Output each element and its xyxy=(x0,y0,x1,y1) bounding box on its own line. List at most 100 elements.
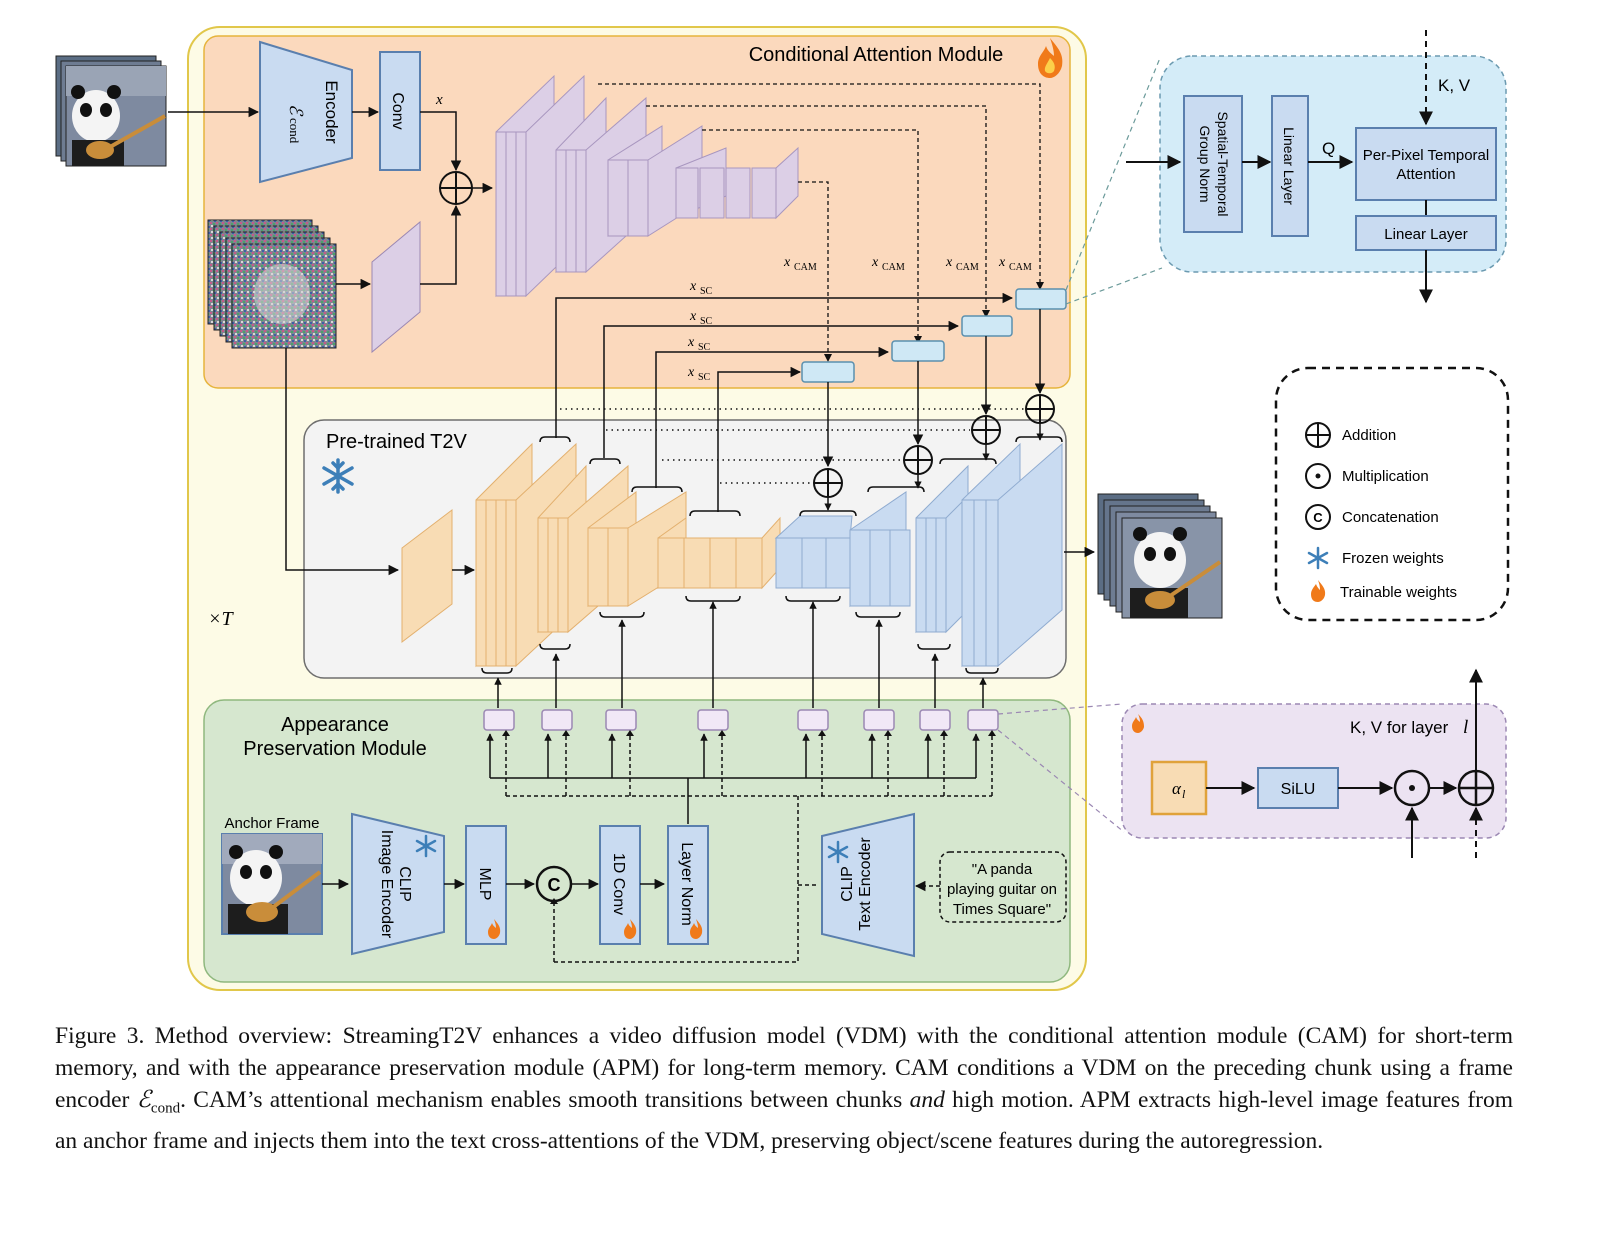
encoder-label: Encoder xyxy=(322,80,341,144)
clip-image-snowflake-icon xyxy=(415,834,437,858)
xsc-sub-4: SC xyxy=(698,372,711,383)
alpha-symbol: α xyxy=(1172,779,1182,798)
legend: Addition Multiplication C Concatenation … xyxy=(1274,366,1510,622)
legend-frozen-label: Frozen weights xyxy=(1342,550,1444,567)
layer-norm-flame-icon xyxy=(690,919,703,939)
attention-line2: Attention xyxy=(1396,166,1455,183)
xsc-sub-1: SC xyxy=(700,286,713,297)
repeat-t-label: ×T xyxy=(208,608,234,630)
clip-text-line2: Text Encoder xyxy=(857,837,874,931)
kv-layer-symbol: l xyxy=(1463,717,1468,738)
legend-trainable-label: Trainable weights xyxy=(1340,584,1457,601)
legend-concatenation-label: Concatenation xyxy=(1342,509,1439,526)
xcam-label-2: x xyxy=(871,255,879,270)
encoder-subscript: cond xyxy=(287,118,302,144)
mlp-block xyxy=(465,825,507,945)
xcam-label-4: x xyxy=(998,255,1006,270)
clip-text-snowflake-icon xyxy=(827,840,849,864)
legend-concatenation-icon: C xyxy=(1305,504,1331,530)
alpha-sub: l xyxy=(1182,787,1186,801)
kv-addition-icon xyxy=(1457,769,1495,807)
concat-symbol: C xyxy=(548,875,561,895)
clip-image-line2: Image Encoder xyxy=(378,830,395,939)
frame-encoder: Encoder ℰ cond xyxy=(259,40,353,184)
layer-norm-label: Layer Norm xyxy=(678,842,695,926)
cam-addition-icon xyxy=(439,171,473,205)
xsc-sub-3: SC xyxy=(698,342,711,353)
legend-flame-icon xyxy=(1311,580,1326,602)
block-brackets xyxy=(481,436,1063,674)
noisy-latent-frames xyxy=(207,219,337,349)
silu-label: SiLU xyxy=(1281,781,1316,798)
prompt-line2: playing guitar on xyxy=(947,881,1057,898)
encoder-symbol: ℰ xyxy=(286,104,306,117)
anchor-frame-label: Anchor Frame xyxy=(224,815,319,832)
caption-symbol: ℰ xyxy=(136,1087,151,1113)
clip-text-line1: CLIP xyxy=(839,866,856,902)
apm-title-line2: Preservation Module xyxy=(243,738,426,760)
apm-injection-boxes xyxy=(483,709,999,731)
mlp-label: MLP xyxy=(476,868,493,901)
xcam-label-3: x xyxy=(945,255,953,270)
xcam-sub-4: CAM xyxy=(1009,262,1032,273)
kv-flame-icon xyxy=(1132,714,1144,733)
cam-attention-boxes xyxy=(801,288,1067,383)
kv-detail-panel: K, V for layer l α l SiLU xyxy=(997,668,1507,858)
caption-part3: high motion. APM extracts high-level ima… xyxy=(55,1087,1514,1154)
legend-concat-symbol: C xyxy=(1313,510,1323,525)
legend-snowflake-icon xyxy=(1307,546,1329,570)
cam-input-block xyxy=(371,220,421,354)
xsc-label-3: x xyxy=(687,335,695,350)
caption-part1: Figure 3. Method overview: StreamingT2V … xyxy=(55,1023,1513,1113)
legend-addition-icon xyxy=(1305,422,1331,448)
clip-text-encoder: CLIP Text Encoder xyxy=(821,812,915,958)
prompt-line1: "A panda xyxy=(972,861,1033,878)
caption-symbol-sub: cond xyxy=(150,1100,181,1117)
cam-conv-block xyxy=(379,51,421,171)
attn-linear2-label: Linear Layer xyxy=(1384,226,1467,243)
cam-x-label: x xyxy=(435,92,443,108)
kv-layer-title: K, V for layer xyxy=(1350,718,1449,737)
xsc-label-2: x xyxy=(689,309,697,324)
xsc-label-1: x xyxy=(689,279,697,294)
cam-skip-lines xyxy=(598,83,1041,356)
prompt-line3: Times Square" xyxy=(953,901,1051,918)
clip-image-encoder: CLIP Image Encoder xyxy=(351,812,445,956)
xsc-lines xyxy=(555,292,1014,512)
attention-line1: Per-Pixel Temporal xyxy=(1363,147,1489,164)
layer-norm-block xyxy=(667,825,709,945)
xsc-sub-2: SC xyxy=(700,316,713,327)
conv1d-label: 1D Conv xyxy=(610,853,627,915)
anchor-frame-image xyxy=(221,833,323,935)
figure-caption: Figure 3. Method overview: StreamingT2V … xyxy=(55,1020,1513,1157)
t2v-skip-dotted xyxy=(560,408,1024,484)
xcam-sub-3: CAM xyxy=(956,262,979,273)
caption-emph: and xyxy=(909,1087,945,1113)
conv1d-flame-icon xyxy=(624,919,637,939)
attn-linear1-label: Linear Layer xyxy=(1281,127,1297,205)
t2v-unet-decoder xyxy=(774,442,1063,668)
t2v-title: Pre-trained T2V xyxy=(326,431,467,453)
mlp-flame-icon xyxy=(488,919,501,939)
xcam-sub-1: CAM xyxy=(794,262,817,273)
cam-conv-label: Conv xyxy=(389,92,406,129)
method-overview-diagram: Conditional Attention Module Pre-trained… xyxy=(55,26,1510,991)
xcam-label-1: x xyxy=(783,255,791,270)
apm-title-line1: Appearance xyxy=(281,714,389,736)
text-prompt: "A panda playing guitar on Times Square" xyxy=(939,851,1067,923)
output-video-frames xyxy=(1097,493,1223,619)
xcam-sub-2: CAM xyxy=(882,262,905,273)
legend-addition-label: Addition xyxy=(1342,427,1396,444)
caption-part2: . CAM’s attentional mechanism enables sm… xyxy=(180,1087,910,1113)
group-norm-line1: Spatial-Temporal xyxy=(1215,111,1231,216)
legend-multiplication-icon xyxy=(1305,463,1331,489)
cam-encoder-stack xyxy=(495,74,799,298)
attention-detail-panel: K, V Spatial-Temporal Group Norm Linear … xyxy=(1065,30,1507,305)
input-chunk-frames xyxy=(55,55,167,167)
image-feature-bus xyxy=(486,733,980,824)
text-feature-bus xyxy=(505,734,993,963)
xsc-label-4: x xyxy=(687,365,695,380)
cam-flame-icon xyxy=(1038,38,1063,78)
legend-multiplication-label: Multiplication xyxy=(1342,468,1429,485)
attn-q-label: Q xyxy=(1322,139,1335,158)
